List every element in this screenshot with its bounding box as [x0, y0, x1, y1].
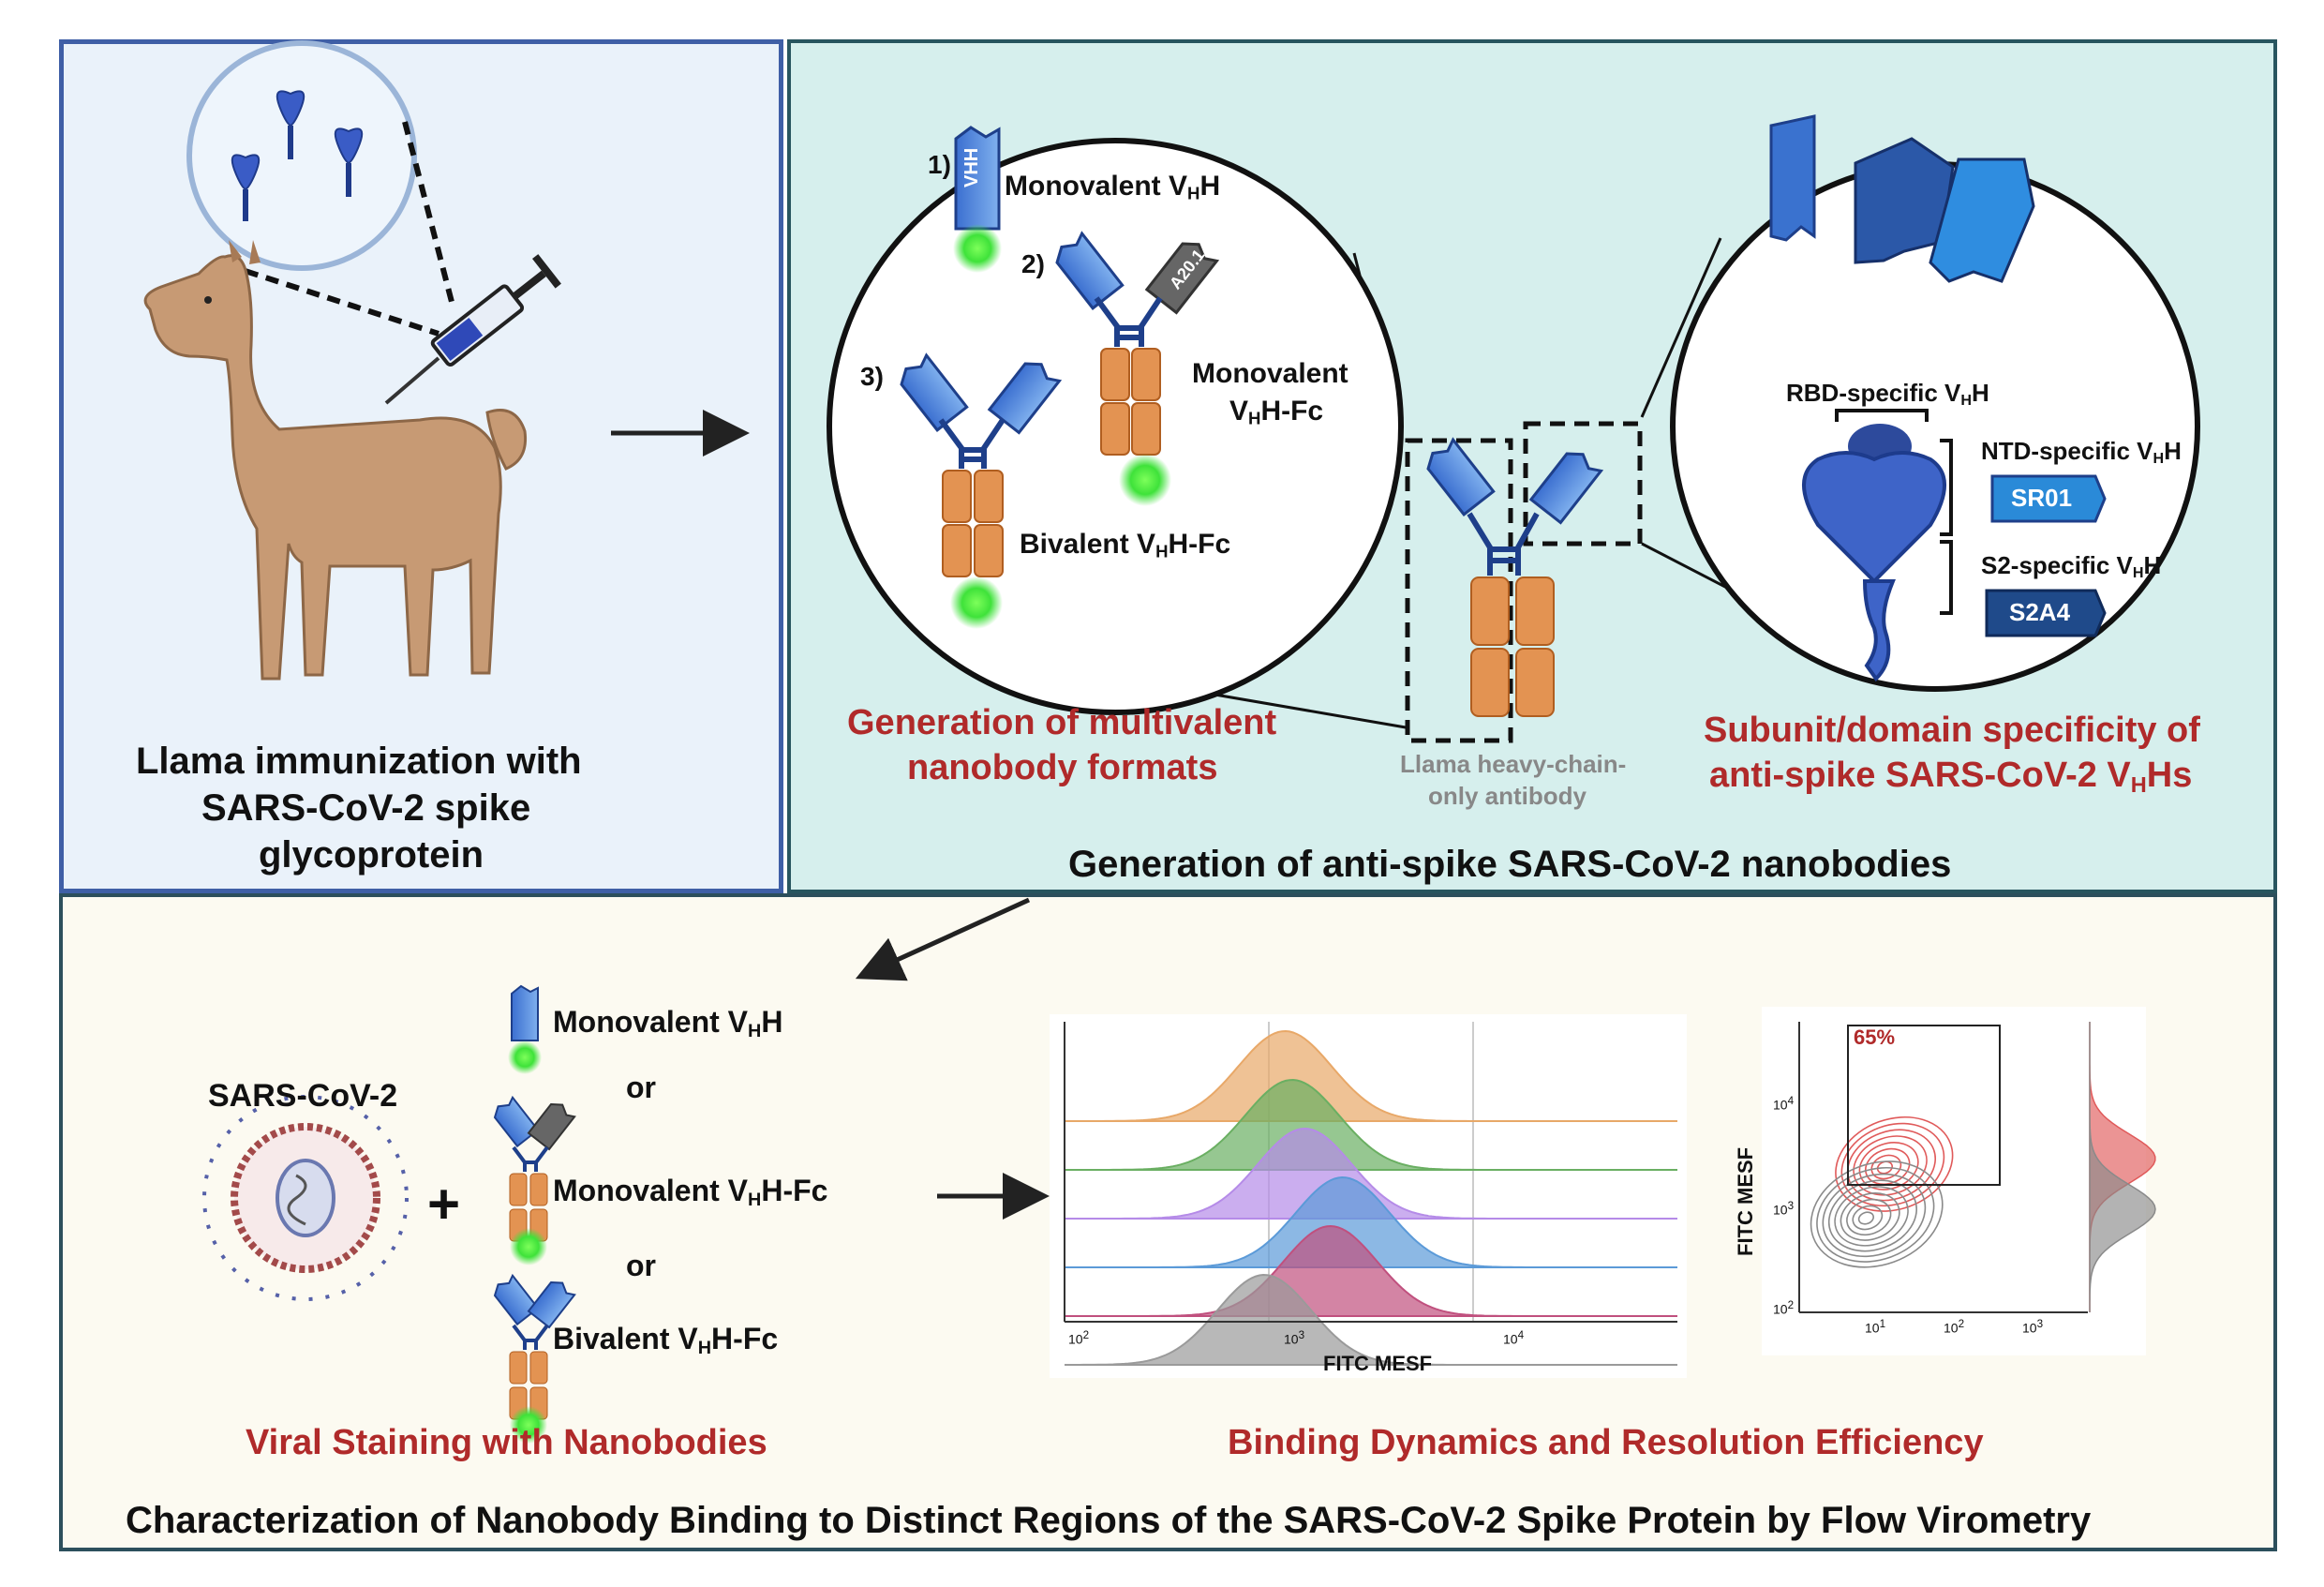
format3-label: Bivalent VHH-Fc: [553, 1322, 779, 1358]
syringe-icon: [384, 254, 561, 405]
nanobody-07-text: 07: [1880, 289, 1907, 317]
negative-contour-ring: [1852, 1205, 1884, 1231]
immunization-caption-line1: Llama immunization with: [136, 741, 582, 782]
contour-ytick-4: 104: [1773, 1095, 1795, 1113]
histogram-series-5: [1065, 1224, 1677, 1317]
sr01-text: SR01: [2011, 484, 2073, 512]
spike-trimer-icon: [1802, 409, 1953, 682]
ntd-specific-label: NTD-specific VHH: [1981, 437, 2182, 468]
contour-xtick-1: 101: [1865, 1318, 1886, 1336]
small-monovalent-vhh-fc-icon: [493, 1095, 576, 1265]
small-monovalent-vhh-icon: [508, 984, 542, 1074]
viral-staining-caption: Viral Staining with Nanobodies: [246, 1423, 767, 1462]
flow-virometry-title: Characterization of Nanobody Binding to …: [126, 1500, 2092, 1541]
format1-number: 1): [928, 150, 951, 179]
monovalent-vhh-label: Monovalent VHH: [1005, 171, 1221, 203]
positive-contour-ring: [1853, 1135, 1928, 1196]
negative-contour-ring: [1816, 1166, 1935, 1263]
contour-ytick-3: 103: [1773, 1200, 1795, 1218]
small-bivalent-vhh-fc-icon: [493, 1273, 576, 1444]
negative-contour-ring: [1857, 1211, 1875, 1225]
histogram-series-1: [1065, 1029, 1677, 1122]
histogram-series-4: [1065, 1175, 1677, 1268]
format2-label: Monovalent VHH-Fc: [553, 1174, 828, 1210]
immunization-caption-line2: SARS-CoV-2 spike: [201, 787, 531, 829]
bivalent-vhh-fc-icon: [900, 352, 1063, 629]
virus-label: SARS-CoV-2: [208, 1078, 398, 1114]
antibody-label-line1: Llama heavy-chain-: [1400, 750, 1627, 778]
histogram-tick-4: 104: [1503, 1329, 1525, 1347]
llama-illustration: [143, 240, 528, 681]
multivalent-caption-line1: Generation of multivalent: [847, 703, 1277, 742]
rbd-specific-label: RBD-specific VHH: [1786, 379, 1989, 410]
side-histogram-negative: [2089, 1022, 2156, 1312]
reference-vhh-text: Reference VHH-72: [1777, 264, 1814, 347]
immunization-caption-line3: glycoprotein: [259, 834, 484, 876]
specificity-caption-line1: Subunit/domain specificity of: [1704, 711, 2200, 750]
contour-xtick-3: 103: [2022, 1318, 2044, 1336]
s2a4-tag: [1985, 589, 2107, 637]
spike-protein-icon: [231, 90, 364, 221]
antibody-label-line2: only antibody: [1428, 782, 1587, 810]
nanobody-02-tag: [1929, 157, 2035, 283]
format2-number: 2): [1021, 249, 1045, 278]
negative-contour-ring: [1834, 1186, 1909, 1247]
negative-contour-ring: [1822, 1173, 1927, 1258]
negative-contour-ring: [1810, 1160, 1944, 1268]
reference-vhh-tag: [1769, 114, 1816, 242]
generation-panel-title: Generation of anti-spike SARS-CoV-2 nano…: [1068, 844, 1952, 885]
histogram-tick-3: 103: [1284, 1329, 1305, 1347]
positive-contour-ring: [1858, 1142, 1919, 1190]
contour-ytick-2: 102: [1773, 1299, 1795, 1317]
sr01-tag: [1990, 474, 2107, 523]
antigen-inset-circle: [186, 40, 417, 271]
nanobody-02-text: 02: [1957, 298, 1984, 326]
heavy-chain-antibody-icon: [1405, 421, 1643, 743]
histogram-series-6: [1065, 1273, 1677, 1366]
contour-xtick-2: 102: [1944, 1318, 1965, 1336]
binding-dynamics-caption: Binding Dynamics and Resolution Efficien…: [1228, 1423, 1984, 1462]
s2a4-text: S2A4: [2009, 598, 2071, 626]
monovalent-vhh-fc-label-line2: VHH-Fc: [1229, 396, 1324, 428]
monovalent-vhh-fc-icon: [1055, 231, 1220, 506]
monovalent-vhh-icon: [953, 126, 1002, 273]
contour-chart: [1762, 1007, 2156, 1355]
format1-label: Monovalent VHH: [553, 1005, 783, 1041]
or-label-2: or: [626, 1249, 656, 1282]
bivalent-vhh-fc-label: Bivalent VHH-Fc: [1020, 529, 1231, 561]
negative-contour-ring: [1840, 1192, 1900, 1241]
plus-sign: +: [427, 1173, 461, 1235]
multivalent-caption-line2: nanobody formats: [907, 748, 1218, 787]
positive-contour-ring: [1876, 1160, 1894, 1175]
s2-specific-label: S2-specific VHH: [1981, 551, 2162, 582]
virus-particle-icon: [202, 1095, 409, 1301]
monovalent-vhh-fc-label-line1: Monovalent: [1192, 358, 1348, 389]
negative-contour-ring: [1846, 1198, 1892, 1236]
histogram-chart: [1050, 1014, 1687, 1378]
format3-number: 3): [860, 362, 884, 391]
or-label-1: or: [626, 1070, 656, 1104]
vhh-tag-text: VHH: [961, 147, 982, 187]
histogram-series-2: [1065, 1078, 1677, 1171]
gate-percentage: 65%: [1854, 1026, 1896, 1049]
histogram-tick-2: 102: [1068, 1329, 1090, 1347]
specificity-caption-line2: anti-spike SARS-CoV-2 VHHs: [1709, 756, 2193, 797]
gate-box: [1847, 1025, 2001, 1186]
contour-ylabel: FITC MESF: [1734, 1146, 1757, 1256]
histogram-xlabel: FITC MESF: [1323, 1352, 1433, 1375]
